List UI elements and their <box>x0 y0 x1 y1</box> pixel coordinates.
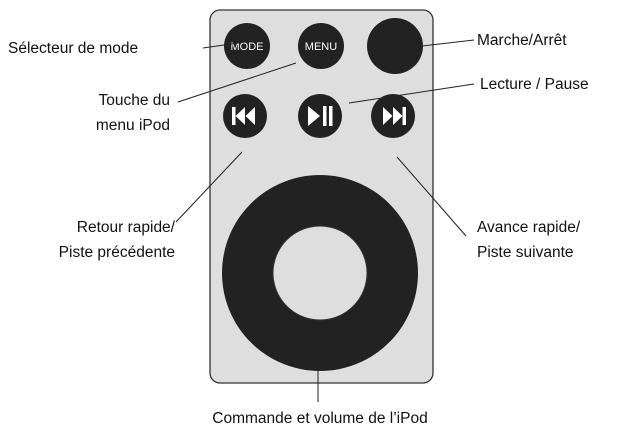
play-pause-icon <box>308 106 333 126</box>
label-rewind-line1: Retour rapide/ <box>77 219 176 236</box>
leader-power <box>421 39 475 47</box>
leader-fast-forward <box>396 156 467 237</box>
next-track-icon <box>383 107 406 125</box>
power-button[interactable] <box>367 18 423 74</box>
label-wheel: Commande et volume de l’iPod <box>212 410 427 427</box>
leader-rewind <box>175 151 243 223</box>
mode-button-label: MODE <box>231 41 264 53</box>
label-menu-key-line2: menu iPod <box>96 117 170 134</box>
label-play-pause: Lecture / Pause <box>480 76 589 93</box>
leader-mode <box>202 41 246 49</box>
label-menu-key-line1: Touche du <box>98 92 170 109</box>
previous-track-icon <box>232 107 255 125</box>
label-rewind-line2: Piste précédente <box>59 244 175 261</box>
mode-button[interactable]: MODE <box>224 23 270 69</box>
label-mode-selector: Sélecteur de mode <box>8 40 138 57</box>
leader-play-pause <box>348 83 475 104</box>
play-pause-button[interactable] <box>298 94 342 138</box>
next-track-button[interactable] <box>371 94 415 138</box>
wheel-center-button[interactable] <box>272 225 368 321</box>
label-power: Marche/Arrêt <box>477 32 567 49</box>
menu-button[interactable]: MENU <box>298 23 344 69</box>
label-fast-forward-line2: Piste suivante <box>477 244 574 261</box>
leader-menu <box>177 62 297 103</box>
menu-button-label: MENU <box>305 41 337 53</box>
previous-track-button[interactable] <box>223 94 267 138</box>
label-fast-forward-line1: Avance rapide/ <box>477 219 581 236</box>
